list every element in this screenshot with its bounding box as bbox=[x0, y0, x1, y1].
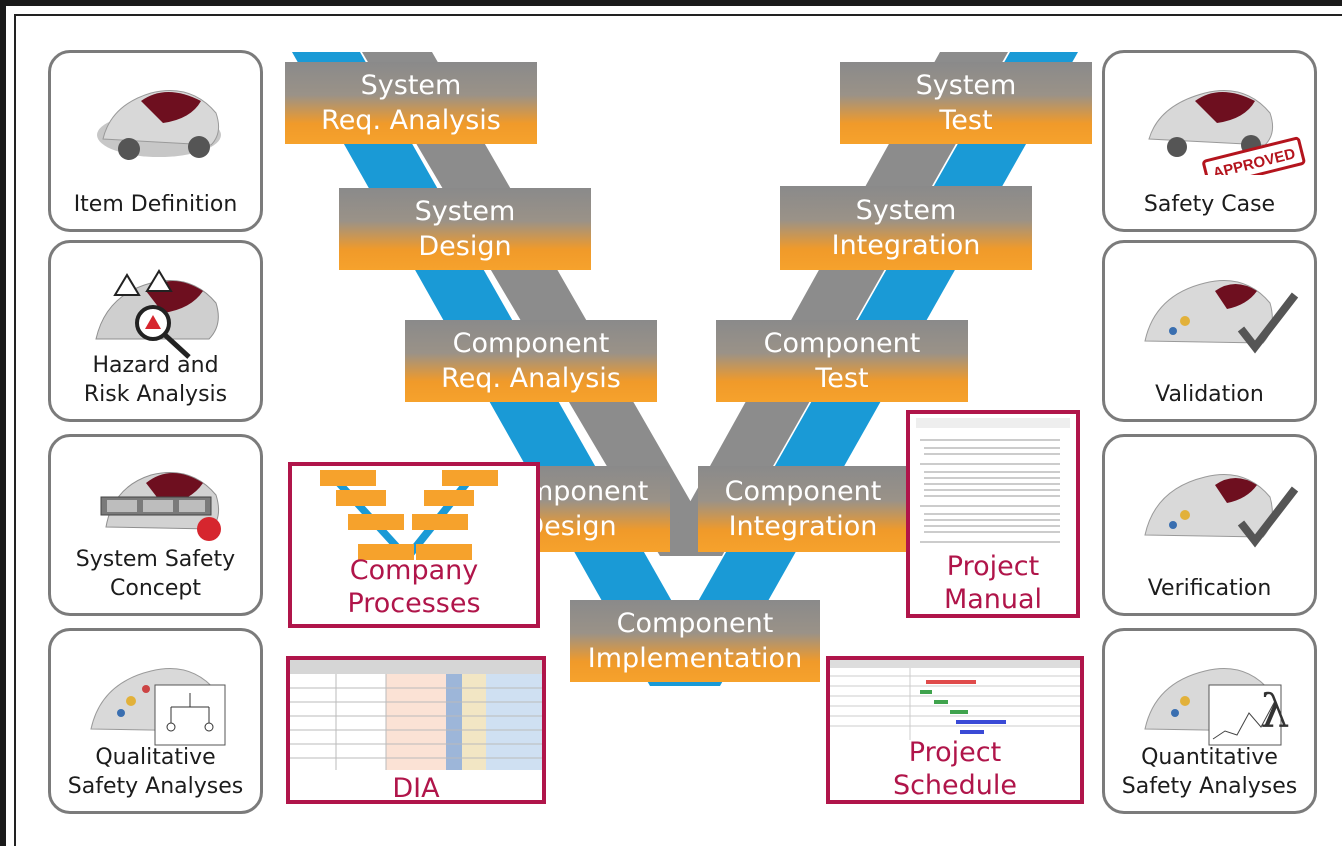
card-label: Validation bbox=[1155, 382, 1264, 407]
mini-v-model-thumbnail bbox=[320, 470, 498, 560]
card-item-definition: Item Definition bbox=[48, 50, 263, 232]
spreadsheet-thumbnail bbox=[290, 660, 542, 770]
card-label: Safety Case bbox=[1143, 192, 1276, 217]
card-validation: Validation bbox=[1102, 240, 1317, 422]
hazard-car-icon bbox=[95, 269, 219, 359]
card-verification: Verification bbox=[1102, 434, 1317, 616]
card-label: Verification bbox=[1147, 576, 1272, 601]
check-car-icon bbox=[1144, 280, 1299, 354]
lambda-symbol: λ bbox=[1260, 684, 1289, 738]
safety-concept-car-icon bbox=[100, 472, 221, 541]
v-gray-right-band bbox=[660, 52, 1008, 556]
fault-tree-car-icon bbox=[90, 668, 226, 746]
card-safety-case: APPROVED Safety Case bbox=[1102, 50, 1317, 232]
inner-frame bbox=[14, 14, 1342, 846]
approved-car-icon: APPROVED bbox=[1148, 90, 1306, 175]
doc-label: DIA bbox=[392, 773, 440, 804]
doc-dia: DIA bbox=[286, 656, 546, 804]
gantt-thumbnail bbox=[830, 660, 1080, 740]
v-gray-left-band bbox=[362, 52, 722, 556]
card-label: Item Definition bbox=[73, 192, 238, 217]
manual-thumbnail bbox=[916, 418, 1070, 543]
car-icon bbox=[97, 90, 221, 160]
lambda-car-icon: λ bbox=[1144, 668, 1290, 746]
check-car-icon bbox=[1144, 474, 1299, 548]
